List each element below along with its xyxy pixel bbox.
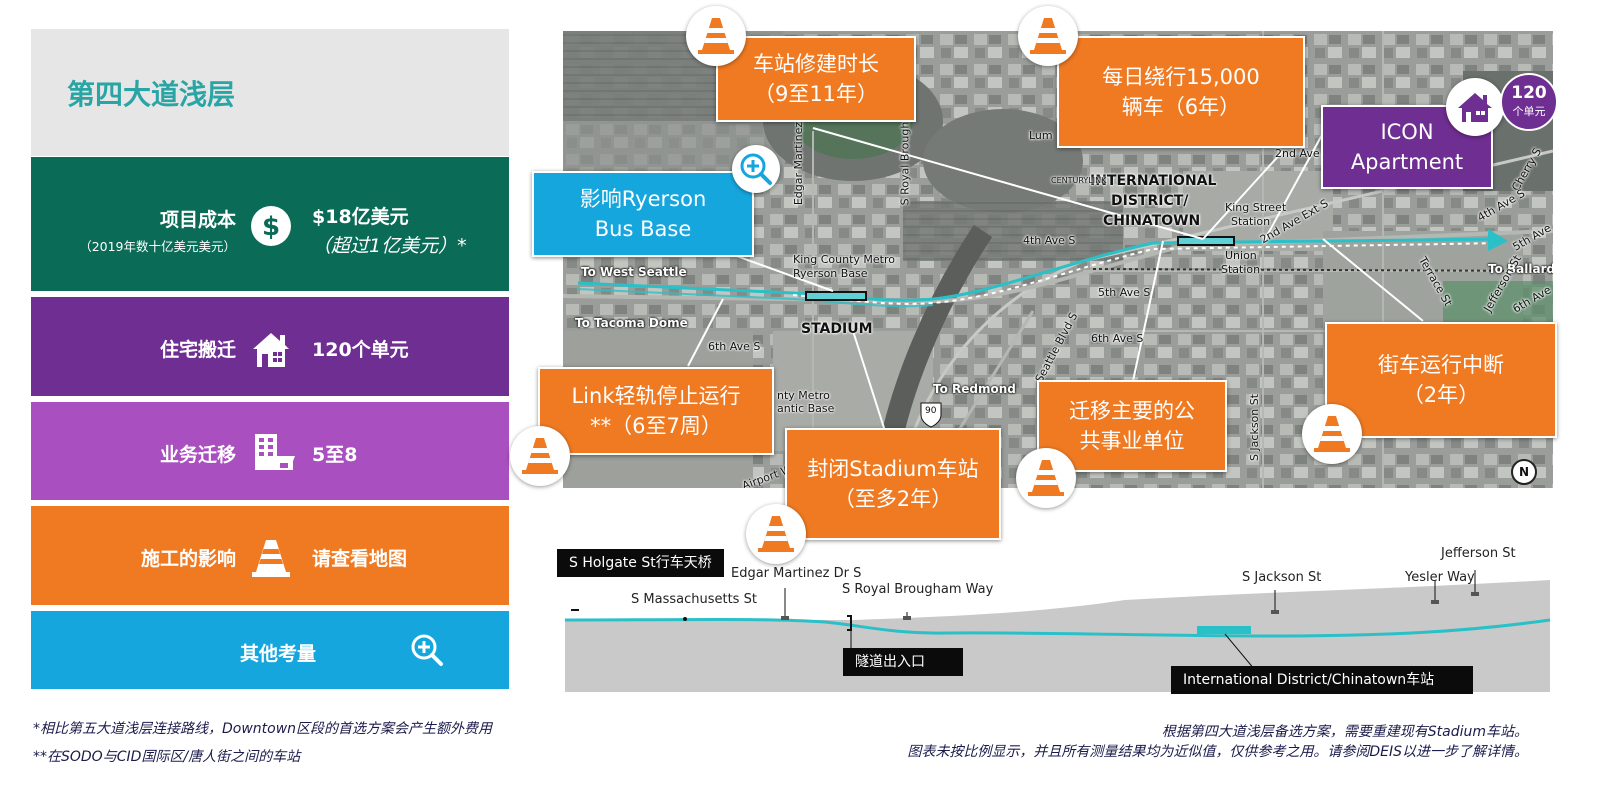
- business-label: 业务迁移: [159, 444, 236, 466]
- cost-value-sub: （超过1亿美元）*: [312, 235, 467, 257]
- cone-icon: [249, 536, 293, 580]
- panel-construction: 施工的影响 请查看地图: [31, 506, 509, 605]
- profile-label-jefferson: Jefferson St: [1441, 546, 1516, 561]
- label-king-street-station: Station: [1231, 215, 1271, 228]
- label-union-station: Station: [1221, 263, 1261, 276]
- profile-label-royal: S Royal Brougham Way: [842, 582, 994, 597]
- label-2nd-ave-s: 2nd Ave S: [1275, 147, 1331, 160]
- profile-label-edgar: Edgar Martinez Dr S: [731, 566, 862, 581]
- panel-title: 第四大道浅层: [31, 29, 509, 156]
- profile-graphic: [564, 570, 1551, 692]
- cone-icon-duration: [686, 6, 746, 66]
- label-lumen: Lum: [1029, 129, 1053, 142]
- tag-holgate: S Holgate St行车天桥: [557, 549, 724, 577]
- label-to-tacoma-dome: To Tacoma Dome: [575, 316, 688, 330]
- label-intl-district-2: DISTRICT/: [1111, 193, 1189, 209]
- cone-icon-streetcar: [1302, 404, 1362, 464]
- label-edgar-martinez: Edgar Martinez D: [792, 109, 806, 206]
- cost-value: $18亿美元 （超过1亿美元）*: [312, 206, 467, 257]
- tag-id-station: International District/Chinatown车站: [1171, 666, 1473, 694]
- footnote-left-1: *相比第五大道浅层连接路线，Downtown区段的首选方案会产生额外费用: [33, 721, 493, 737]
- construction-value: 请查看地图: [312, 548, 408, 570]
- panel-residential: 住宅搬迁 120个单元: [31, 297, 509, 396]
- tag-tunnel-portal: 隧道出入口: [843, 648, 963, 676]
- callout-streetcar: 街车运行中断（2年）: [1325, 322, 1557, 438]
- label-intl-district-1: INTERNATIONAL: [1090, 173, 1217, 189]
- profile-label-massachusetts: S Massachusetts St: [631, 592, 757, 607]
- other-label: 其他考量: [239, 643, 316, 665]
- residential-value: 120个单元: [312, 339, 409, 361]
- units-badge: 120 个单元: [1500, 73, 1558, 131]
- cost-sublabel: （2019年数十亿美元美元）: [79, 239, 236, 254]
- label-to-ballard: To Ballard: [1488, 262, 1553, 276]
- panel-project-cost: 项目成本 （2019年数十亿美元美元） $ $18亿美元 （超过1亿美元）*: [31, 157, 509, 291]
- label-to-west-seattle: To West Seattle: [581, 265, 687, 279]
- label-centurylink: CENTURYLINK: [1051, 176, 1107, 185]
- profile-label-yesler: Yesler Way: [1405, 570, 1475, 585]
- label-king-street: King Street: [1225, 201, 1287, 214]
- cone-icon-link: [510, 426, 570, 486]
- callout-link-stop: Link轻轨停止运行**（6至7周）: [538, 367, 774, 455]
- units-badge-value: 120: [1511, 83, 1547, 103]
- callout-utilities: 迁移主要的公共事业单位: [1037, 380, 1227, 472]
- profile-label-jackson: S Jackson St: [1242, 570, 1322, 585]
- label-i90: 90: [925, 406, 937, 416]
- label-6th-ave: 6th Ave S: [1091, 332, 1144, 345]
- footnote-left-2: **在SODO与CID国际区/唐人街之间的车站: [33, 749, 301, 765]
- footnote-right-2: 图表未按比例显示，并且所有测量结果均为近似值，仅供参考之用。请参阅DEIS以进一…: [907, 744, 1528, 760]
- label-union: Union: [1225, 249, 1257, 262]
- business-value: 5至8: [312, 444, 358, 466]
- label-to-redmond: To Redmond: [933, 382, 1016, 396]
- panel-business: 业务迁移 5至8: [31, 402, 509, 500]
- label-stadium: STADIUM: [801, 321, 873, 337]
- house-badge-icon: [1446, 78, 1504, 136]
- label-king-county-metro: King County Metro: [793, 253, 895, 266]
- construction-label: 施工的影响: [140, 548, 236, 570]
- label-6th-ave-left: 6th Ave S: [708, 340, 761, 353]
- page-title: 第四大道浅层: [67, 78, 236, 111]
- label-5th-ave: 5th Ave S: [1098, 286, 1151, 299]
- building-icon: [249, 430, 295, 474]
- house-icon: [249, 327, 293, 371]
- label-atlantic-2: antic Base: [777, 402, 835, 415]
- panel-other[interactable]: 其他考量: [31, 611, 509, 689]
- zoom-in-icon[interactable]: [408, 631, 446, 669]
- units-badge-unit: 个单元: [1512, 105, 1546, 118]
- footnote-right-1: 根据第四大道浅层备选方案，需要重建现有Stadium车站。: [1161, 724, 1528, 740]
- cone-icon-stadium: [746, 504, 806, 564]
- label-atlantic-1: nty Metro: [777, 389, 830, 402]
- dollar-icon: $: [249, 204, 293, 248]
- label-royal-brougham: S Royal Brough: [898, 121, 912, 206]
- cone-icon-utilities: [1016, 448, 1076, 508]
- ryerson-zoom-in-icon[interactable]: [732, 145, 780, 193]
- label-ryerson-base: Ryerson Base: [793, 267, 868, 280]
- cone-icon-traffic: [1018, 6, 1078, 66]
- callout-stadium-close: 封闭Stadium车站（至多2年）: [785, 428, 1001, 540]
- label-intl-district-3: CHINATOWN: [1103, 213, 1201, 229]
- callout-construction-duration: 车站修建时长（9至11年）: [716, 36, 916, 122]
- label-4th-ave: 4th Ave S: [1023, 234, 1076, 247]
- svg-text:$: $: [262, 212, 280, 242]
- elevation-profile: S Holgate St行车天桥 隧道出入口 International Dis…: [557, 540, 1551, 694]
- north-arrow-icon: N: [1511, 459, 1537, 485]
- residential-label: 住宅搬迁: [159, 339, 236, 361]
- cost-label: 项目成本 （2019年数十亿美元美元）: [79, 209, 236, 254]
- label-s-jackson: S Jackson St: [1248, 393, 1262, 462]
